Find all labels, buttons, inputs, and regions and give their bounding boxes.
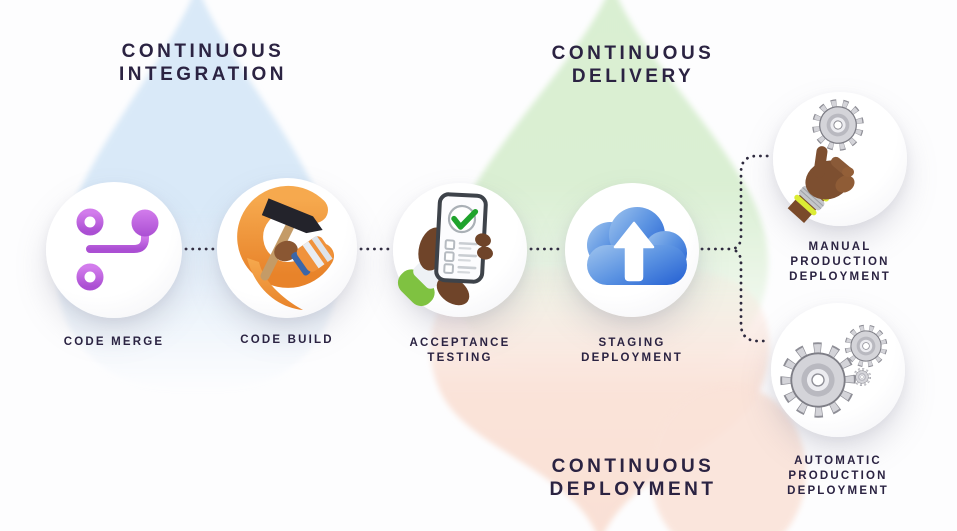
cloud-upload-icon <box>587 207 687 285</box>
phone-checklist-icon <box>397 192 493 307</box>
heading-line: CONTINUOUS <box>121 41 285 62</box>
code-build-label: CODE BUILD <box>240 334 334 346</box>
heading-line: DEPLOYMENT <box>549 479 717 500</box>
gears-icon <box>771 303 905 437</box>
manual-production-deployment-label: MANUAL PRODUCTION DEPLOYMENT <box>789 241 891 283</box>
automatic-production-deployment-circle <box>771 303 905 437</box>
hammer-build-icon <box>237 185 334 310</box>
code-merge-label: CODE MERGE <box>63 336 165 348</box>
code-merge-circle <box>46 182 182 318</box>
connector-staging-manual <box>700 154 770 251</box>
heading-line: CONTINUOUS <box>551 43 715 64</box>
continuous-delivery-heading: CONTINUOUS DELIVERY <box>503 42 763 88</box>
connector-branch-automatic <box>734 249 766 343</box>
peach-blob-bottom-right <box>650 384 806 531</box>
manual-production-deployment-circle <box>773 92 907 226</box>
dotted-connectors <box>184 154 770 343</box>
peach-drop-shape <box>430 267 770 531</box>
code-build-circle <box>217 178 357 318</box>
heading-line: INTEGRATION <box>119 64 287 85</box>
heading-line: DELIVERY <box>571 66 695 87</box>
continuous-deployment-heading: CONTINUOUS DEPLOYMENT <box>503 455 763 501</box>
staging-deployment-label: STAGING DEPLOYMENT <box>581 337 683 364</box>
heading-line: CONTINUOUS <box>551 456 715 477</box>
acceptance-testing-label: ACCEPTANCE TESTING <box>409 337 511 364</box>
hand-holding-gear-icon <box>787 92 907 224</box>
git-merge-icon <box>76 208 159 291</box>
automatic-production-deployment-label: AUTOMATIC PRODUCTION DEPLOYMENT <box>787 455 889 497</box>
acceptance-testing-circle <box>393 183 527 317</box>
continuous-integration-heading: CONTINUOUS INTEGRATION <box>73 40 333 86</box>
staging-deployment-circle <box>565 183 699 317</box>
